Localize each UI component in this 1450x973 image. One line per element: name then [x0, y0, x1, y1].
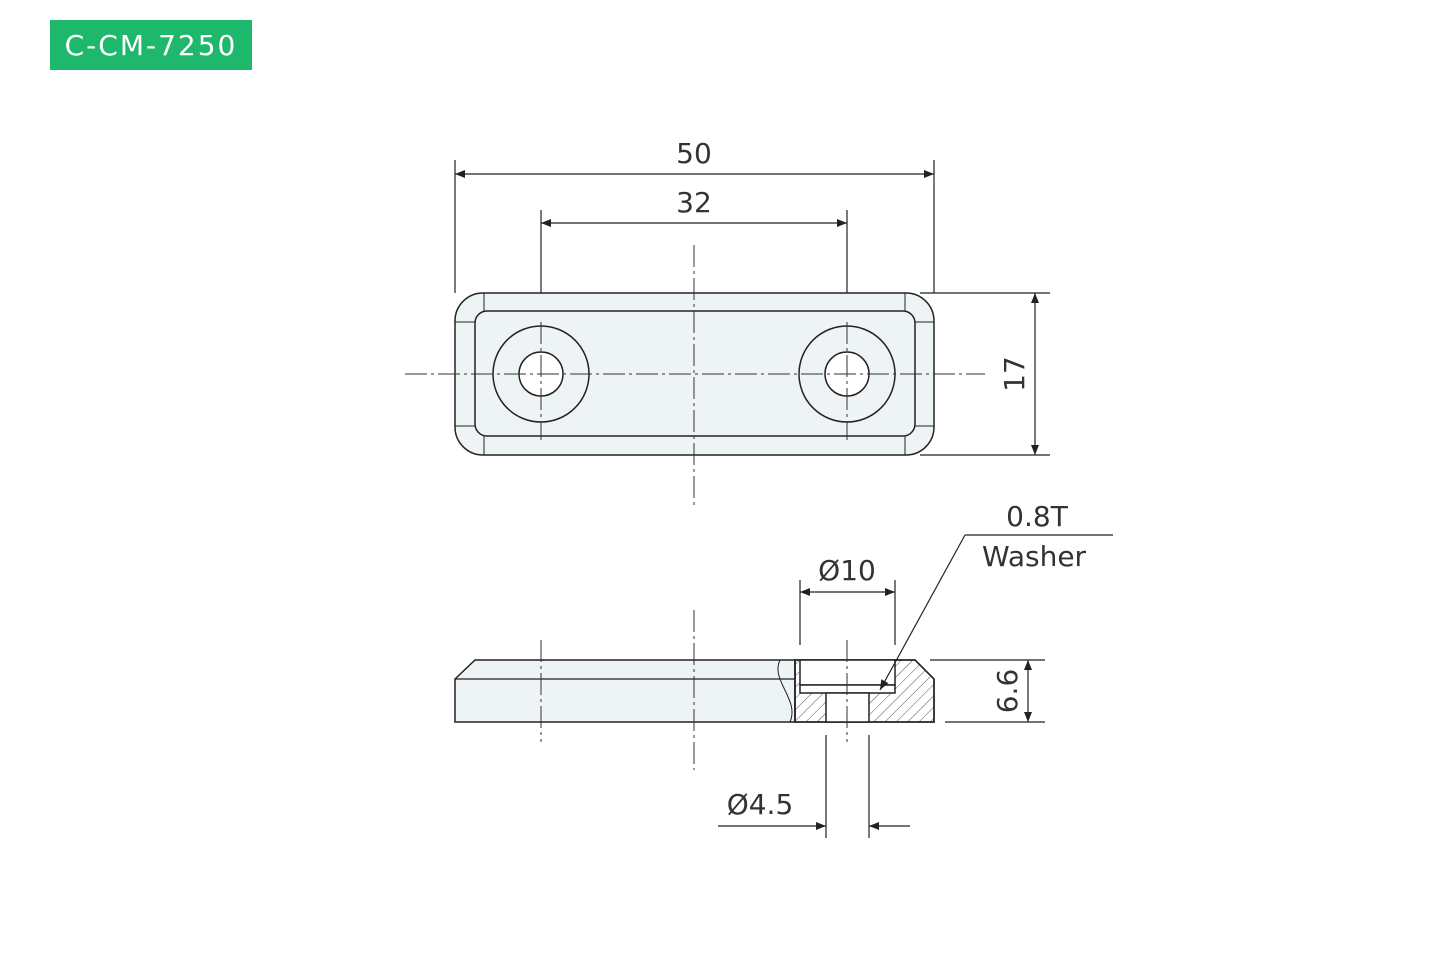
dim-32-label: 32 — [676, 186, 712, 219]
washer-label: Washer — [982, 540, 1087, 573]
dim-50-label: 50 — [676, 137, 712, 170]
dim-d4-5 — [718, 735, 910, 838]
dim-6-6 — [930, 659, 1045, 723]
dim-d10 — [799, 580, 896, 645]
dim-32 — [540, 210, 848, 293]
top-view-centerlines — [405, 245, 985, 505]
dim-17 — [920, 292, 1050, 456]
side-view-body — [454, 659, 796, 723]
dim-6-6-label: 6.6 — [991, 669, 1024, 714]
part-code-badge: C-CM-7250 — [50, 20, 252, 70]
part-code-text: C-CM-7250 — [64, 28, 238, 62]
dim-d4-5-label: Ø4.5 — [727, 788, 794, 821]
washer-leader — [879, 534, 1113, 691]
dim-17-label: 17 — [998, 356, 1031, 392]
side-view-centerlines — [540, 610, 848, 770]
dim-50 — [454, 160, 935, 293]
washer-thickness-label: 0.8T — [1006, 500, 1069, 533]
side-view — [454, 659, 935, 723]
dim-d10-label: Ø10 — [818, 554, 876, 587]
